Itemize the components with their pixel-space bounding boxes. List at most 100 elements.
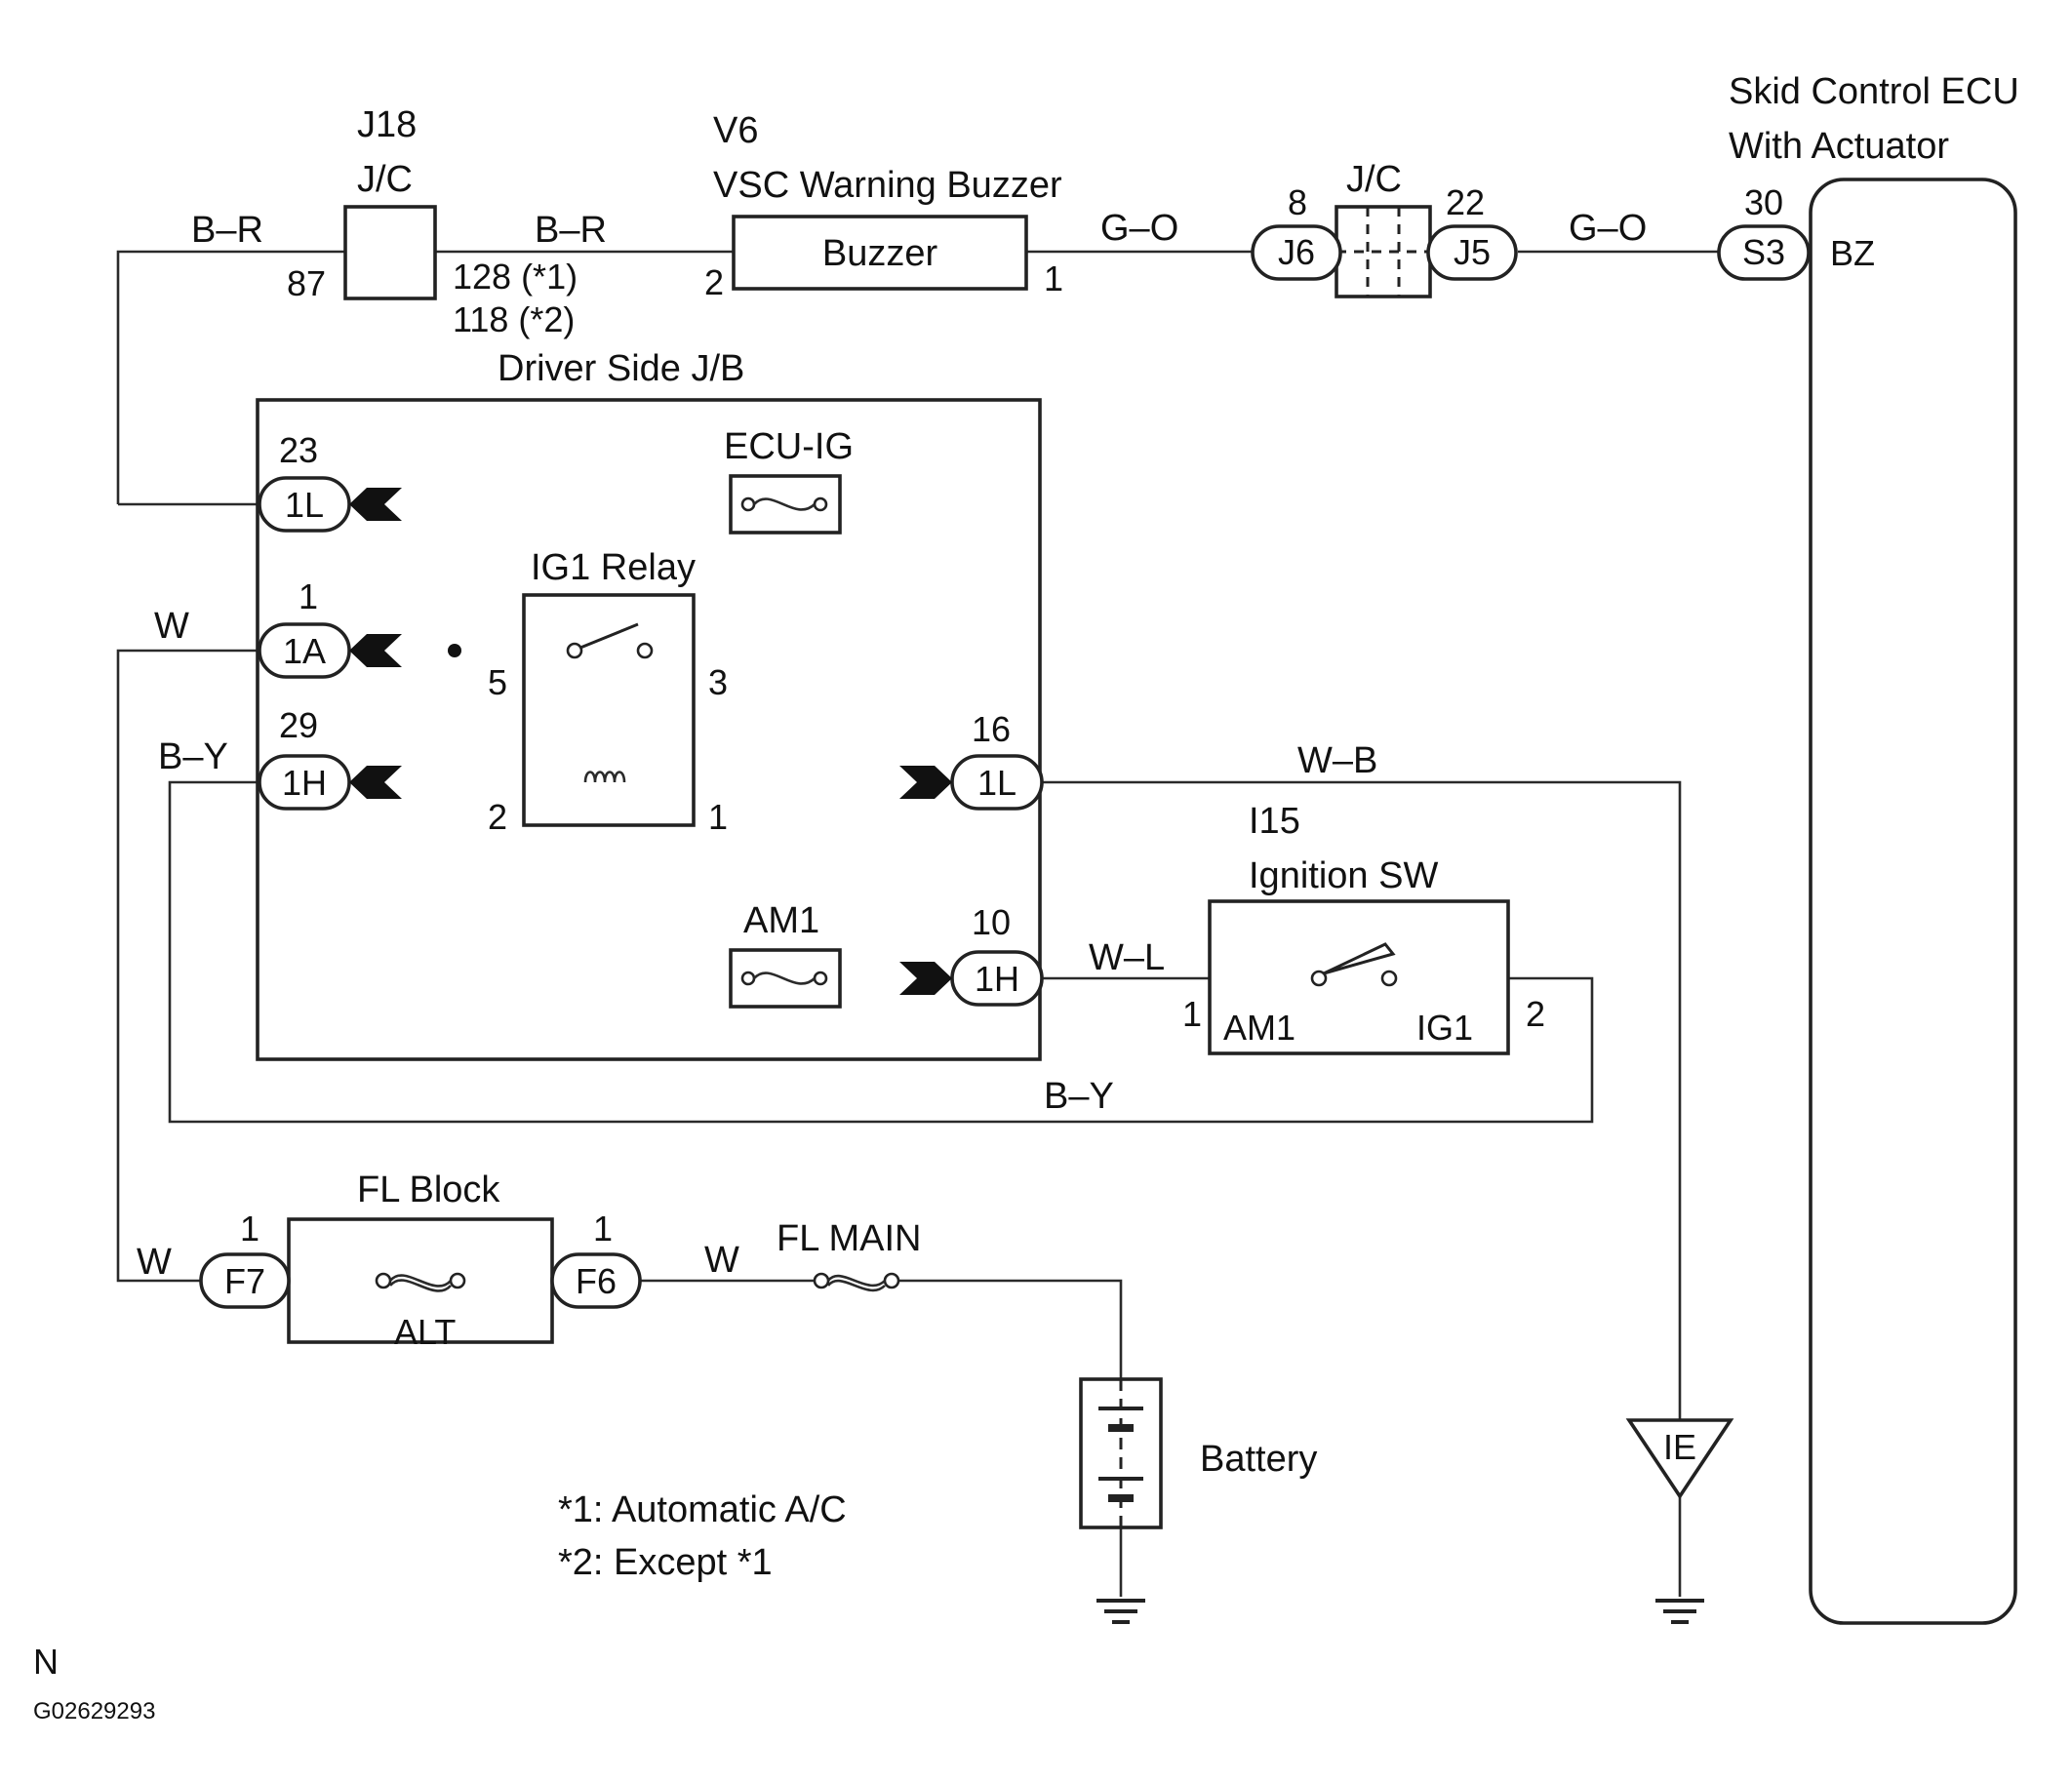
ign-pin-1: 1 (1182, 994, 1202, 1034)
footer-code: G02629293 (33, 1698, 155, 1725)
fuse-am1-label: AM1 (743, 900, 819, 941)
relay-coil-icon (583, 771, 626, 783)
buzzer-code: V6 (713, 110, 758, 151)
relay-pin-2: 2 (488, 797, 507, 837)
connector-s3 (1717, 224, 1811, 281)
fl-main-label: FL MAIN (777, 1218, 922, 1259)
wire-fl-main-to-battery (899, 1279, 1123, 1379)
connector-1h-left-pin: 29 (279, 705, 318, 745)
ignition-switch: I15 Ignition SW AM1 IG1 1 2 (1182, 801, 1545, 1055)
jc-j18: J18 J/C 87 128 (*1) 118 (*2) (287, 104, 578, 339)
connector-1l-right-pin: 16 (972, 709, 1011, 749)
connector-1a-arrow (349, 634, 402, 667)
wire-w-b (1040, 780, 1682, 1420)
jc-right-name: J/C (1346, 159, 1402, 200)
relay-pin-1: 1 (708, 797, 728, 837)
wire-w-left (116, 649, 261, 1283)
wire-labels: B–R B–R G–O G–O W B–Y W–B W–L B–Y W W (137, 208, 1647, 1283)
fl-block-name: FL Block (357, 1170, 500, 1210)
buzzer-pin-1: 1 (1044, 258, 1063, 298)
battery-label: Battery (1200, 1439, 1317, 1480)
junction-dot (448, 644, 461, 657)
fuse-ecu-ig-icon (753, 497, 816, 511)
wire-label-w3: W (704, 1240, 739, 1281)
connector-1h-left-label: 1H (282, 763, 327, 803)
jc-j18-pin-alt2: 118 (*2) (453, 299, 575, 339)
connector-1h-right-pin: 10 (972, 902, 1011, 942)
connector-1h-left-arrow (349, 766, 402, 799)
connector-1l-right-label: 1L (977, 763, 1016, 803)
ground-ie-triangle (1625, 1418, 1734, 1500)
battery: Battery (1079, 1377, 1317, 1529)
ign-am1-label: AM1 (1223, 1008, 1295, 1048)
connector-1l-top-arrow (349, 488, 402, 521)
jc-j18-code: J18 (357, 104, 417, 145)
driver-side-jb: Driver Side J/B 1L 23 1A 1 1H 29 1L 16 1… (256, 348, 1044, 1061)
relay-ig1-label: IG1 Relay (531, 547, 696, 588)
jb-title: Driver Side J/B (498, 348, 744, 389)
wire-label-w2: W (137, 1242, 172, 1283)
ecu-box (1809, 178, 2017, 1625)
skid-control-ecu: Skid Control ECU With Actuator S3 30 BZ (1717, 71, 2019, 1625)
connector-j6 (1251, 224, 1342, 281)
ign-box (1208, 899, 1510, 1055)
buzzer-pin-2: 2 (704, 262, 724, 302)
ecu-terminal-bz: BZ (1830, 233, 1875, 273)
connector-f6-label: F6 (576, 1261, 617, 1301)
connector-j5-label: J5 (1454, 232, 1491, 272)
connector-1l-right-arrow (899, 766, 952, 799)
jc-j18-pin-87: 87 (287, 263, 326, 303)
wire-label-wb: W–B (1297, 740, 1377, 781)
wire-label-w1: W (154, 606, 189, 647)
wire-label-br2: B–R (535, 210, 607, 251)
footer-letter: N (33, 1642, 59, 1682)
relay-ig1-box (522, 593, 696, 827)
connector-j5-pin: 22 (1446, 182, 1485, 222)
connector-f6 (550, 1252, 642, 1309)
wire-b-r-left (116, 250, 345, 504)
ground-battery (1096, 1599, 1145, 1624)
buzzer-box (732, 215, 1028, 291)
vsc-warning-buzzer: V6 VSC Warning Buzzer Buzzer 2 1 (704, 110, 1063, 302)
connector-1l-top-label: 1L (285, 485, 324, 525)
connector-j6-pin: 8 (1288, 182, 1307, 222)
wire-label-by1: B–Y (158, 736, 228, 777)
connector-f7-label: F7 (224, 1261, 265, 1301)
ecu-title-line2: With Actuator (1729, 126, 1949, 167)
connector-f7 (199, 1252, 291, 1309)
fl-main-fuse: FL MAIN (777, 1218, 922, 1292)
jc-j18-pin-alt1: 128 (*1) (453, 257, 578, 297)
wire-b-y-loop (168, 780, 1594, 1124)
buzzer-inner-label: Buzzer (822, 233, 938, 274)
connector-1h-right-label: 1H (975, 959, 1019, 999)
jc-j18-name: J/C (357, 159, 413, 200)
relay-switch-contact (579, 622, 639, 650)
fl-block: FL Block F7 1 F6 1 ALT (199, 1170, 642, 1352)
wire-label-by2: B–Y (1044, 1076, 1114, 1117)
footer: N G02629293 (33, 1642, 155, 1725)
ground-ie: IE (1625, 1418, 1734, 1624)
note-2: *2: Except *1 (558, 1542, 773, 1583)
connector-1a-label: 1A (283, 631, 326, 671)
connector-1a-pin: 1 (299, 576, 318, 616)
wire-label-go1: G–O (1100, 208, 1178, 249)
connector-f6-pin: 1 (593, 1209, 613, 1249)
fuse-alt-label: ALT (394, 1312, 456, 1352)
fuse-am1-icon (753, 971, 816, 985)
relay-pin-3: 3 (708, 662, 728, 702)
wire-label-go2: G–O (1569, 208, 1647, 249)
wire-label-br1: B–R (191, 210, 263, 251)
notes: *1: Automatic A/C *2: Except *1 (558, 1489, 847, 1583)
ign-ig1-label: IG1 (1416, 1008, 1473, 1048)
jc-right: J/C J6 8 J5 22 (1251, 159, 1518, 298)
fuse-ecu-ig-label: ECU-IG (724, 426, 854, 467)
connector-s3-pin: 30 (1744, 182, 1783, 222)
relay-pin-5: 5 (488, 662, 507, 702)
ground-ie-label: IE (1663, 1427, 1696, 1467)
ign-name: Ignition SW (1249, 855, 1438, 896)
connector-s3-label: S3 (1742, 232, 1785, 272)
connector-j5 (1426, 224, 1518, 281)
connector-1l-top-pin: 23 (279, 430, 318, 470)
connector-j6-label: J6 (1278, 232, 1315, 272)
